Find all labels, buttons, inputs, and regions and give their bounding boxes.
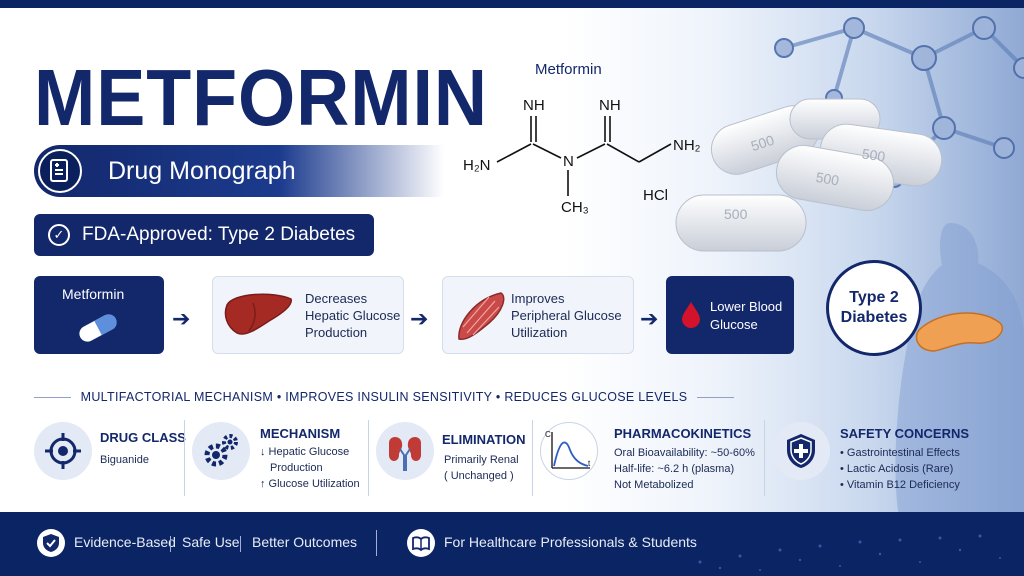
flow-step1-line: Production: [305, 325, 368, 340]
muscle-icon: [458, 292, 505, 341]
card-line: • Lactic Acidosis (Rare): [840, 463, 954, 475]
chemical-structure: Metformin NH NH H₂N N NH₂ CH₃ HCl: [463, 61, 701, 216]
card-line: Not Metabolized: [614, 479, 694, 491]
page-title: METFORMIN: [34, 53, 488, 142]
flow-step2-line: Peripheral Glucose: [511, 308, 622, 323]
card-pharmacokinetics: C t PHARMACOKINETICS Oral Bioavailabilit…: [540, 418, 760, 502]
footer-evidence: Evidence-Based: [74, 534, 176, 550]
flow-arrow-icon: ➔: [172, 306, 191, 331]
footer-safe-use: Safe Use: [182, 534, 240, 550]
card-line: Primarily Renal: [444, 454, 519, 466]
flow-step-liver: Decreases Hepatic Glucose Production: [212, 276, 404, 354]
divider: [240, 536, 241, 552]
pill-imprint: 500: [815, 169, 841, 189]
kidney-icon: [376, 422, 434, 480]
shield-cross-icon: [772, 422, 830, 480]
card-safety: SAFETY CONCERNS • Gastrointestinal Effec…: [772, 418, 972, 502]
footer-outcomes: Better Outcomes: [252, 534, 358, 550]
card-elimination: ELIMINATION Primarily Renal ( Unchanged …: [376, 418, 526, 502]
card-line: Biguanide: [100, 454, 149, 466]
flow-step2-line: Utilization: [511, 325, 568, 340]
pill-imprint: 500: [749, 132, 776, 155]
card-line: Half-life: ~6.2 h (plasma): [614, 463, 735, 475]
flow-step1-line: Decreases: [305, 291, 368, 306]
structure-n-center: N: [563, 153, 574, 170]
structure-h2n: H₂N: [463, 157, 491, 174]
flow-result-box: Lower Blood Glucose: [666, 276, 794, 354]
card-title: DRUG CLASS: [100, 430, 186, 445]
card-line: • Vitamin B12 Deficiency: [840, 479, 960, 491]
flow-arrow-icon: ➔: [410, 306, 429, 331]
pill-imprint: 500: [724, 206, 748, 222]
flow-step1-line: Hepatic Glucose: [305, 308, 401, 323]
gears-icon: [192, 422, 250, 480]
structure-salt: HCl: [643, 187, 668, 204]
condition-line: Diabetes: [840, 309, 908, 326]
human-body-pancreas-image: [895, 223, 1024, 512]
card-drug-class: DRUG CLASS Biguanide: [34, 418, 186, 502]
check-circle-icon: ✓: [48, 224, 70, 246]
flow-drug-box: Metformin: [34, 276, 164, 354]
concentration-curve-icon: C t: [540, 422, 598, 480]
card-line: ( Unchanged ): [444, 470, 514, 482]
card-line: ↑ Glucose Utilization: [260, 478, 360, 490]
shield-check-icon: [37, 529, 65, 557]
tablet-pills-image: 500 500 500 500: [675, 98, 943, 252]
type2-diabetes-badge: Type 2 Diabetes: [826, 260, 922, 356]
card-line: • Gastrointestinal Effects: [840, 447, 960, 459]
flow-step-muscle: Improves Peripheral Glucose Utilization: [442, 276, 634, 354]
target-icon: [34, 422, 92, 480]
card-line: ↓ Hepatic Glucose: [260, 446, 350, 458]
particle-wave-decoration: [698, 534, 1001, 571]
divider: [170, 536, 171, 552]
flow-drug-label: Metformin: [62, 286, 125, 302]
card-lines: Oral Bioavailability: ~50-60% Half-life:…: [614, 445, 755, 493]
footer-audience: For Healthcare Professionals & Students: [444, 534, 697, 550]
card-lines: Biguanide: [100, 452, 149, 468]
card-title: SAFETY CONCERNS: [840, 426, 970, 441]
structure-ch3: CH₃: [561, 199, 589, 216]
condition-line: Type 2: [849, 289, 899, 306]
divider: [184, 420, 185, 496]
divider: [368, 420, 369, 496]
flow-result-line: Glucose: [710, 317, 758, 332]
monograph-card: METFORMIN Drug Monograph ✓ FDA-Approved:…: [0, 0, 1024, 512]
mechanism-banner-text: MULTIFACTORIAL MECHANISM • IMPROVES INSU…: [80, 390, 688, 404]
divider: [764, 420, 765, 496]
flow-step2-line: Improves: [511, 291, 565, 306]
structure-name: Metformin: [535, 61, 602, 78]
structure-nh-right: NH: [599, 97, 621, 114]
document-icon: [38, 149, 82, 193]
divider: [34, 396, 71, 398]
axis-c-label: C: [545, 430, 551, 439]
card-line: Production: [270, 462, 323, 474]
flow-arrow-icon: ➔: [640, 306, 659, 331]
divider: [376, 530, 377, 556]
fda-approval-text: FDA-Approved: Type 2 Diabetes: [82, 224, 356, 245]
card-lines: ↓ Hepatic Glucose Production ↑ Glucose U…: [260, 444, 360, 492]
flow-result-line: Lower Blood: [710, 299, 783, 314]
capsule-icon: [79, 314, 117, 342]
card-title: PHARMACOKINETICS: [614, 426, 752, 441]
card-lines: • Gastrointestinal Effects • Lactic Acid…: [840, 445, 960, 493]
footer: Evidence-Based Safe Use Better Outcomes …: [0, 512, 1024, 576]
card-lines: Primarily Renal ( Unchanged ): [444, 452, 519, 484]
card-line: Oral Bioavailability: ~50-60%: [614, 447, 755, 459]
divider: [532, 420, 533, 496]
liver-icon: [224, 293, 292, 335]
monograph-banner: Drug Monograph: [34, 145, 444, 197]
axis-t-label: t: [588, 459, 591, 468]
structure-nh-left: NH: [523, 97, 545, 114]
blood-drop-icon: [682, 302, 700, 328]
pill-imprint: 500: [861, 145, 887, 164]
divider: [697, 396, 735, 398]
fda-approval-badge: ✓ FDA-Approved: Type 2 Diabetes: [34, 214, 374, 256]
card-title: ELIMINATION: [442, 432, 526, 447]
card-mechanism: MECHANISM ↓ Hepatic Glucose Production ↑…: [192, 418, 362, 502]
structure-nh2: NH₂: [673, 137, 701, 154]
book-icon: [407, 529, 435, 557]
mechanism-banner: MULTIFACTORIAL MECHANISM • IMPROVES INSU…: [34, 390, 735, 404]
card-title: MECHANISM: [260, 426, 341, 441]
monograph-subtitle: Drug Monograph: [108, 157, 296, 185]
